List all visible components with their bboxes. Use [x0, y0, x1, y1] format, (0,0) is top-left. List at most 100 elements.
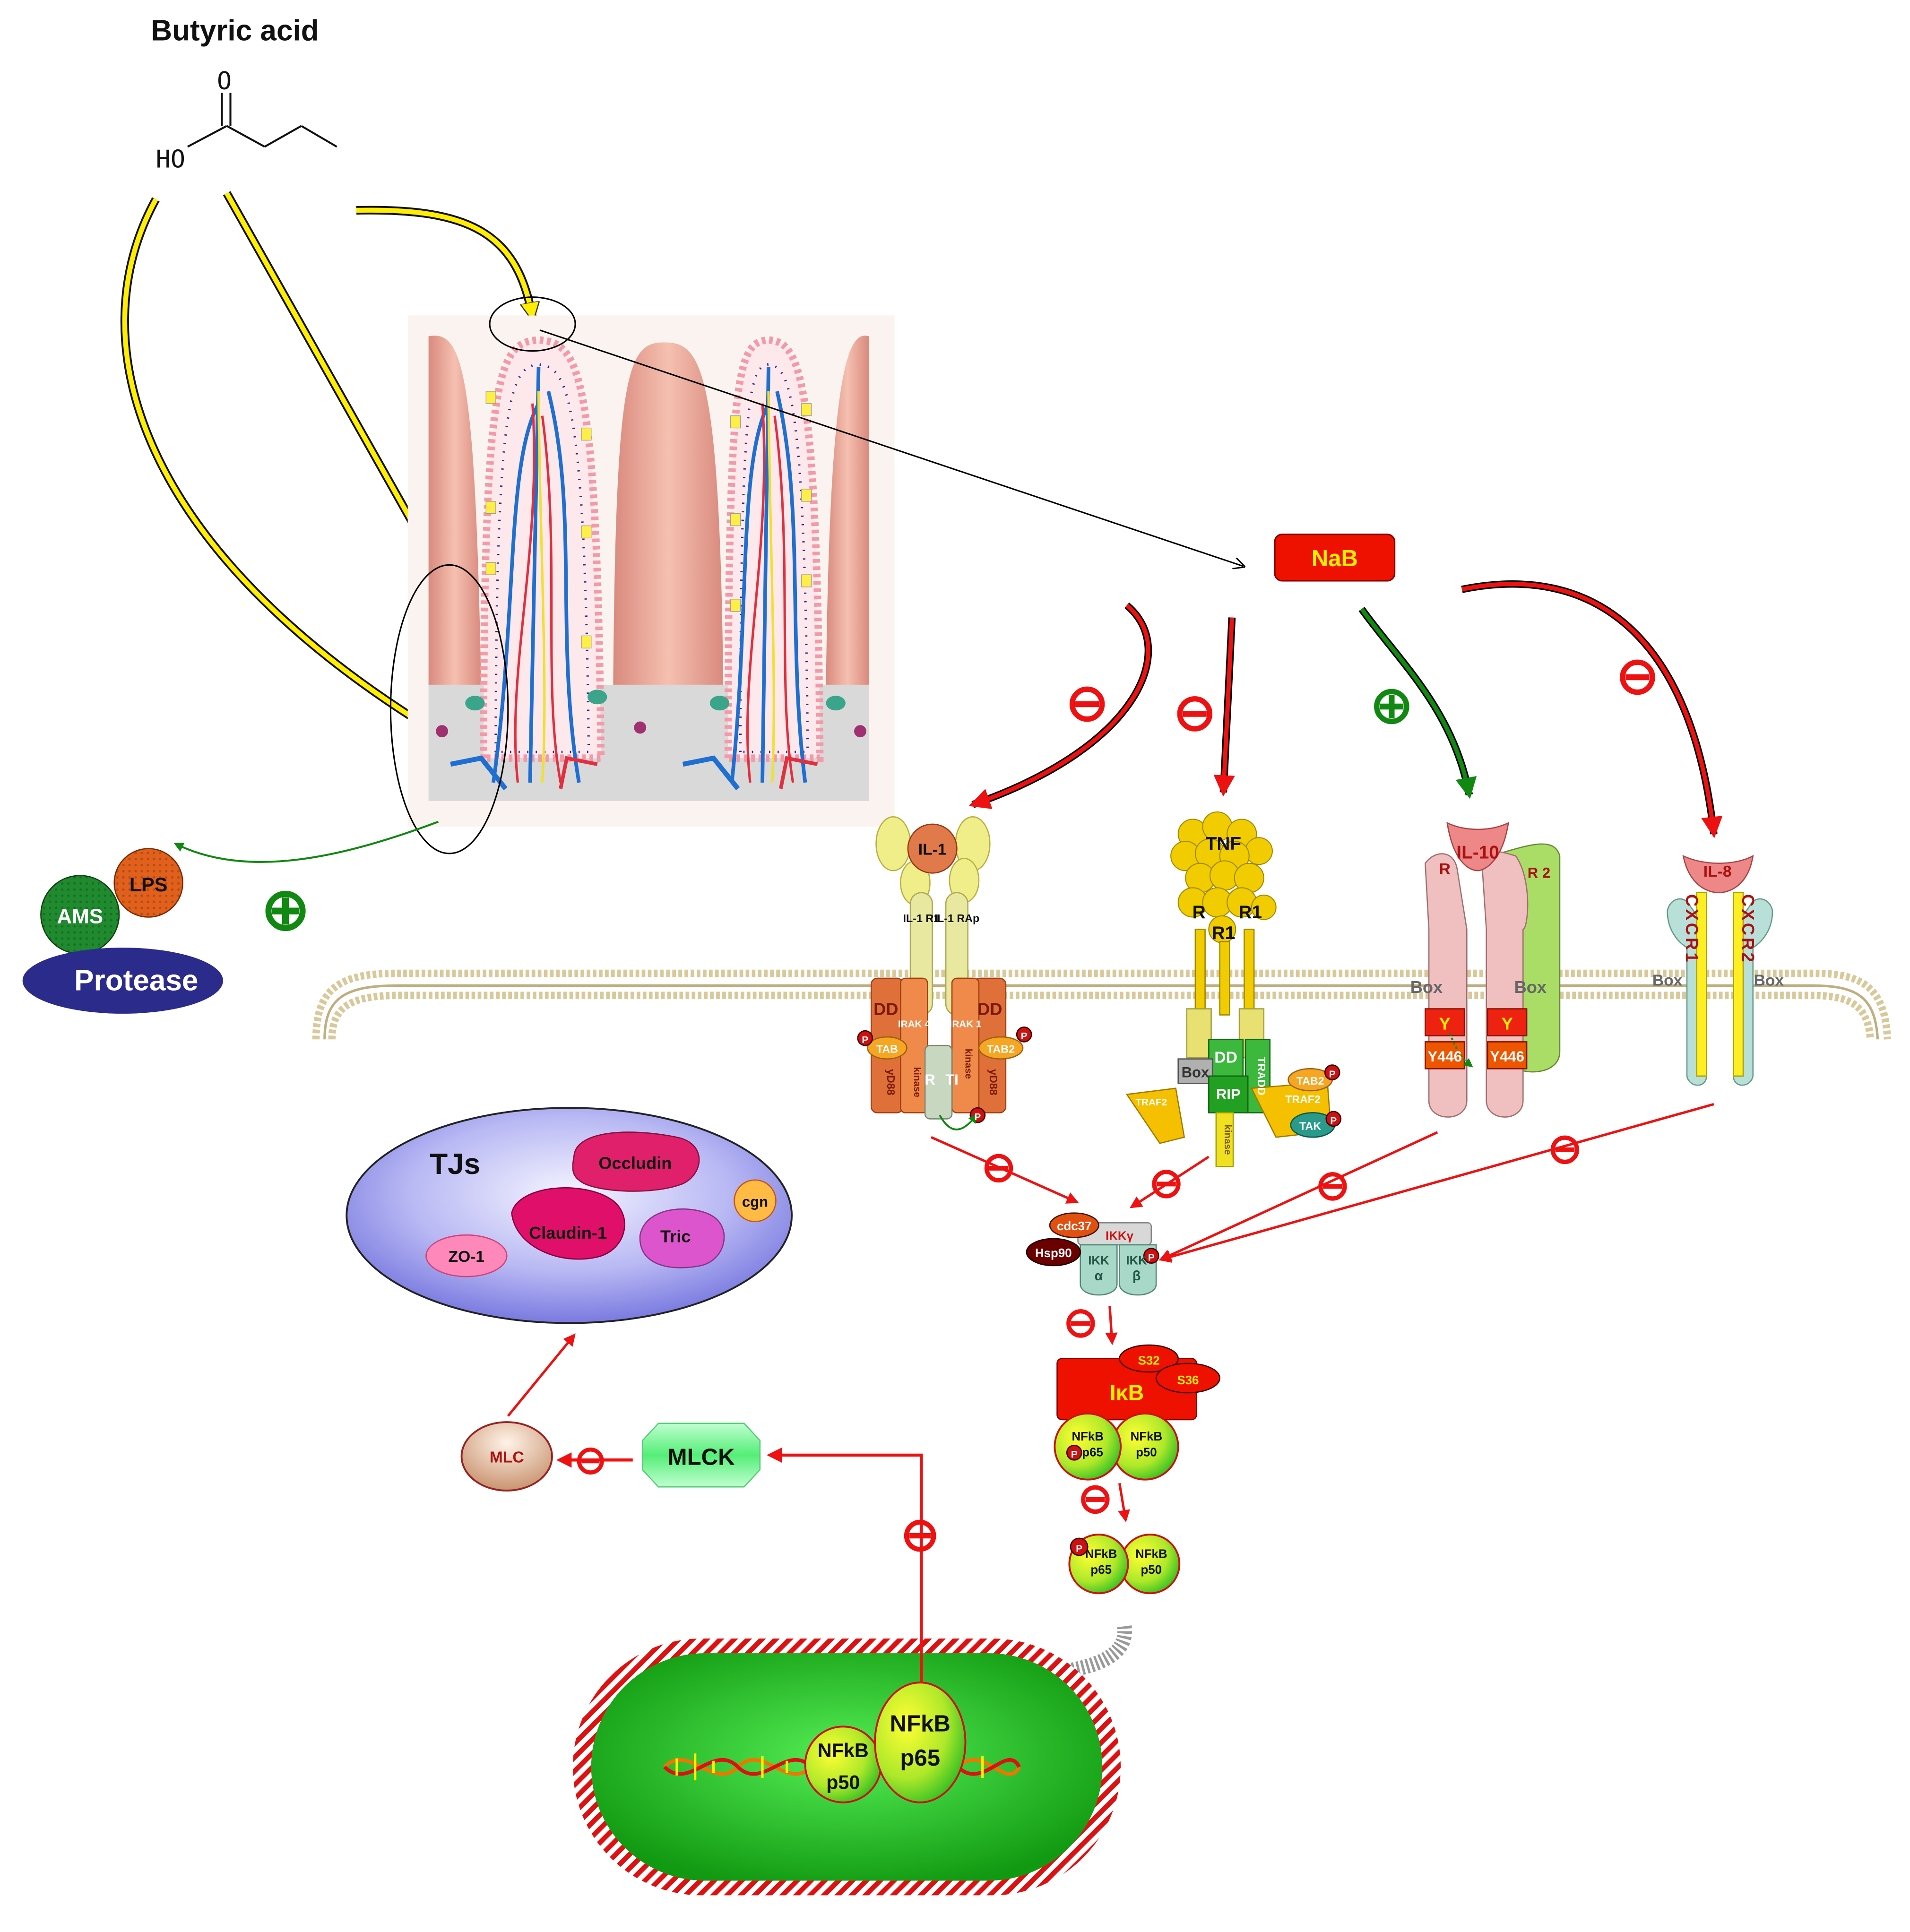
receptor-to-ikk-arrows [930, 1103, 1714, 1263]
il1-dd-label: DD [873, 999, 898, 1018]
il1-tir-left-label: R [925, 1071, 935, 1088]
ams-label: AMS [57, 905, 103, 928]
tric-label: Tric [660, 1227, 691, 1246]
tnf-ligand-label: TNF [1206, 834, 1241, 854]
ikk-beta-bot-label: β [1132, 1268, 1141, 1284]
s36-badge [1155, 1363, 1220, 1394]
occludin-blob [572, 1131, 700, 1192]
il1-kinase-left-label: kinase [912, 1067, 923, 1097]
inhibit-sign-il10-ikk: ⊖ [1315, 1162, 1350, 1208]
tnf-tab2-label: TAB2 [1296, 1075, 1324, 1087]
tnf-tradd-label: TRADD [1255, 1057, 1268, 1095]
intestinal-villi-illustration [407, 315, 895, 827]
tnf-kinase-label: kinase [1222, 1124, 1233, 1155]
il1-p-right-label: P [1021, 1031, 1028, 1042]
il1-tab-label: TAB [876, 1043, 898, 1055]
cell-membrane [312, 969, 1892, 1040]
il8-ligand-label: IL-8 [1703, 863, 1732, 880]
villus-to-nab-arrow [539, 329, 1243, 566]
il10-y446-right-label: Y446 [1490, 1048, 1524, 1065]
lps-label: LPS [130, 874, 167, 896]
tnf-r-right-label: R1 [1239, 902, 1262, 923]
il8-cxcr2-label: CXCR2 [1738, 894, 1758, 965]
il1-irak4-label: IRAK 4 [898, 1018, 930, 1029]
nfkb-p50-free-name: NFkB [1135, 1547, 1167, 1561]
il10-y-right-label: Y [1502, 1014, 1513, 1034]
activate-sign-il10: ⊕ [1370, 677, 1413, 734]
nfkb-p65-free-sub: p65 [1090, 1563, 1112, 1577]
protease-label: Protease [74, 965, 198, 997]
nuclear-nfkb-p65-sub: p65 [900, 1745, 940, 1771]
inhibit-sign-mlck-mlc: ⊖ [574, 1438, 607, 1482]
zo1-label: ZO-1 [449, 1248, 485, 1266]
il1-p-bottom-label: P [974, 1112, 981, 1122]
mlck-label: MLCK [668, 1445, 735, 1470]
tnf-dd-label: DD [1214, 1049, 1237, 1066]
nfkb-p50-free-sub: p50 [1141, 1563, 1162, 1577]
nab-box [1274, 534, 1396, 582]
nuclear-nfkb-p65-name: NFkB [890, 1711, 951, 1737]
nuclear-nfkb-p65 [874, 1682, 967, 1803]
crypt-to-luminal-activation-arrow [173, 820, 439, 863]
tnf-r1-label: R1 [1212, 923, 1236, 943]
il1-myd88-right-label: yD88 [987, 1069, 1000, 1095]
tnf-tak-label: TAK [1299, 1120, 1321, 1132]
inhibit-sign-il8: ⊖ [1616, 647, 1659, 705]
il1-myd88-left-label: yD88 [885, 1069, 897, 1095]
protease-oval [22, 948, 223, 1014]
il10-receptor-complex [1425, 822, 1561, 1118]
butyrate-arrows [120, 191, 533, 735]
crypt-callout [389, 564, 509, 854]
molecule-hydroxyl-label: HO [156, 145, 185, 173]
inhibit-sign-nfkb-mlck: ⊖ [900, 1509, 939, 1561]
nuclear-nfkb-p50-name: NFkB [818, 1740, 869, 1761]
inhibit-sign-ikk-ikb: ⊖ [1063, 1299, 1098, 1346]
il10-y-left-label: Y [1439, 1014, 1451, 1034]
il1-ligand [907, 823, 958, 874]
il1-tab2-label: TAB2 [987, 1043, 1015, 1055]
il1-dd-right-label: DD [977, 999, 1002, 1018]
tnf-box-label: Box [1182, 1064, 1210, 1080]
ikb-to-free-nfkb-arrow [1118, 1483, 1130, 1523]
mlc-label: MLC [490, 1449, 524, 1466]
tric-blob [639, 1208, 725, 1268]
nfkb-p65-free-name: NFkB [1085, 1547, 1117, 1561]
tnf-p-bottom-label: P [1330, 1115, 1337, 1126]
il8-receptor-complex [1667, 854, 1773, 1086]
il10-r2-label: R 2 [1528, 865, 1550, 881]
s32-label: S32 [1138, 1354, 1160, 1367]
inhibit-sign-il8-ikk: ⊖ [1547, 1125, 1582, 1172]
tnf-rip-label: RIP [1216, 1086, 1241, 1103]
il10-ligand-label: IL-10 [1456, 842, 1499, 862]
il10-box-right-label: Box [1514, 977, 1547, 997]
nfkb-bound-p-label: P [1071, 1449, 1078, 1460]
cdc37-label: cdc37 [1057, 1220, 1091, 1233]
il1-ligand-label: IL-1 [918, 841, 947, 859]
nfkb-free-p-label: P [1076, 1543, 1082, 1554]
nfkb-p50-bound-sub: p50 [1136, 1446, 1157, 1459]
il1-r1-label: IL-1 R1 [903, 912, 940, 924]
nuclear-nfkb-p50-sub: p50 [826, 1771, 860, 1793]
ikb-label: IκB [1110, 1380, 1144, 1405]
tnf-traf2-right-label: TRAF2 [1285, 1093, 1321, 1105]
mlck-box [642, 1423, 761, 1488]
ikk-beta-top-label: IKK [1126, 1254, 1147, 1267]
inhibit-sign-il1: ⊖ [1066, 674, 1109, 732]
s32-badge [1119, 1344, 1179, 1373]
inhibit-sign-il1-ikk: ⊖ [981, 1143, 1016, 1190]
inhibit-sign-tnf-ikk: ⊖ [1149, 1159, 1184, 1206]
tnf-receptor-complex [1170, 811, 1277, 943]
mlc-to-tj-arrow [507, 1333, 576, 1417]
tj-title: TJs [430, 1148, 480, 1181]
il1-receptor-complex [857, 816, 1032, 1130]
ikk-alpha-bot-label: α [1095, 1268, 1103, 1284]
zo1-blob [425, 1234, 508, 1277]
il1-irak1-label: IRAK 1 [950, 1018, 982, 1029]
claudin-blob [511, 1187, 625, 1260]
il10-r1-label: R [1439, 861, 1451, 878]
hsp90-label: Hsp90 [1035, 1247, 1072, 1260]
butyric-acid-structure [187, 93, 337, 148]
nab-label: NaB [1312, 546, 1358, 571]
nfkb-to-mlck-arrow [767, 1447, 923, 1683]
inhibit-sign-ikb-release: ⊖ [1078, 1475, 1113, 1522]
